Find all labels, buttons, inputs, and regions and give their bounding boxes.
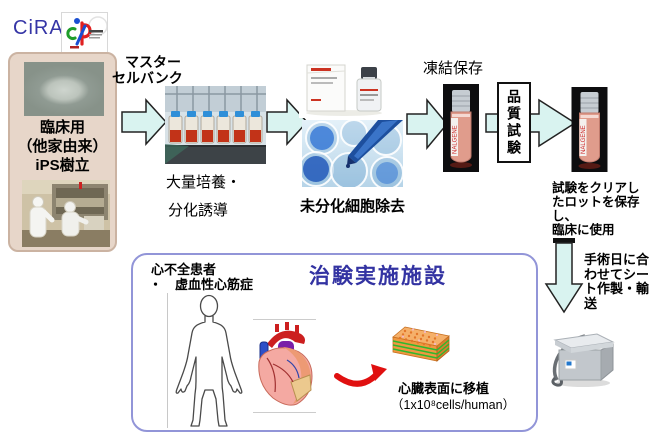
ips-title-line2: （他家由来）: [17, 138, 108, 155]
cleared-line3: 臨床に使用: [552, 223, 615, 237]
flow-arrow-icon-3: [406, 98, 448, 150]
master-cell-bank-label: マスター セルバンク: [112, 54, 196, 86]
transplant-label: 心臓表面に移植: [398, 381, 490, 396]
quality-test-label: 品質試験: [506, 88, 522, 157]
bioreactor-photo: [165, 86, 266, 164]
ips-establishment-panel: 臨床用 （他家由来） iPS樹立: [8, 52, 117, 252]
cryovial-photo-1: NALGENE: [443, 84, 479, 172]
transport-cooler-graphic: [545, 322, 621, 388]
cleanroom-photo: [22, 180, 110, 247]
patient-line2: ・ 虚血性心筋症: [149, 277, 254, 292]
ips-panel-title: 臨床用 （他家由来） iPS樹立: [10, 118, 115, 175]
ips-colony-photo: [24, 62, 104, 116]
transplant-dose: （1x10⁸cells/human）: [391, 398, 516, 412]
cryopreservation-label: 凍結保存: [423, 60, 484, 77]
ips-title-line3: iPS樹立: [35, 157, 90, 174]
flow-arrow-icon-2: [266, 98, 308, 146]
vial-label-text-2: NALGENE: [581, 125, 587, 154]
cira-logo-icon: [66, 16, 107, 49]
flow-arrow-icon-1: [121, 98, 168, 146]
cell-sheet-illustration: [391, 325, 451, 367]
cleared-line1: 試験をクリアし: [552, 181, 640, 195]
human-body-outline: [167, 293, 250, 428]
cryovial-photo-2: NALGENE: [571, 87, 608, 172]
heart-illustration: [253, 319, 316, 413]
mass-culture-label-2: 分化誘導: [168, 202, 229, 219]
trial-site-panel: 心不全患者 ・ 虚血性心筋症 治験実施施設: [131, 253, 538, 432]
curved-arrow-icon: [333, 362, 389, 390]
sheet-transport-text: 手術日に合 わせてシー ト作製・輸送: [584, 252, 659, 311]
down-arrow-icon: [544, 238, 584, 315]
mass-culture-label-1: 大量培養・: [166, 174, 242, 191]
cleared-lots-text: 試験をクリアし たロットを保存し、 臨床に使用: [552, 181, 659, 237]
patient-line1: 心不全患者: [151, 262, 217, 277]
reagent-photo: [299, 59, 398, 118]
cira-logo: [61, 12, 108, 55]
master-cell-bank-line1: マスター: [125, 54, 181, 70]
ips-title-line1: 臨床用: [39, 119, 85, 136]
transport-line1: 手術日に合: [584, 252, 650, 267]
cell-culture-photo: [302, 120, 403, 187]
undiff-removal-label: 未分化細胞除去: [300, 198, 406, 215]
trial-site-title: 治験実施施設: [309, 265, 447, 288]
transport-line2: わせてシー: [584, 266, 650, 282]
cleared-line2: たロットを保存し、: [552, 195, 640, 223]
transport-line3: ト作製・輸送: [584, 281, 650, 311]
cira-brand-text: CiRA: [13, 17, 64, 39]
quality-test-box: 品質試験: [497, 82, 531, 163]
master-cell-bank-line2: セルバンク: [112, 70, 183, 86]
vial-label-text: NALGENE: [453, 125, 459, 154]
